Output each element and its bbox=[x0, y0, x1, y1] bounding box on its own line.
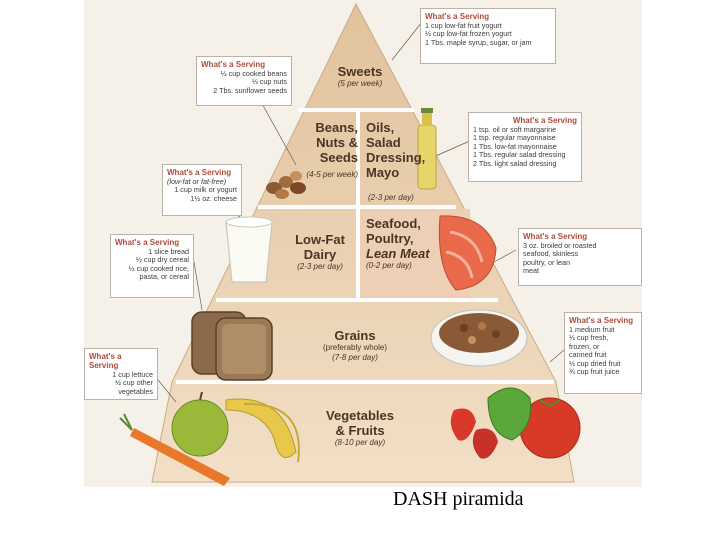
serving-line: poultry, or lean bbox=[523, 257, 571, 267]
serving-line: ½ cup cooked rice, bbox=[128, 263, 189, 273]
serving-line: 1 Tbs. regular salad dressing bbox=[473, 150, 566, 160]
level-meat: Seafood, Poultry, Lean Meat (0-2 per day… bbox=[366, 216, 452, 271]
serving-line: 1 tsp. regular mayonnaise bbox=[473, 133, 556, 143]
serving-box-oils: What's a Serving 1 tsp. oil or soft marg… bbox=[468, 112, 582, 182]
level-oils-title-3: Dressing, bbox=[366, 150, 426, 165]
serving-box-meat-title: What's a Serving bbox=[523, 232, 588, 241]
serving-box-nuts-title: What's a Serving bbox=[201, 60, 266, 69]
serving-box-sweets-title: What's a Serving bbox=[425, 12, 490, 21]
serving-box-dairy: What's a Serving (low-fat or fat-free) 1… bbox=[162, 164, 242, 216]
serving-line: 1 Tbs. low-fat mayonnaise bbox=[473, 141, 557, 151]
serving-line: frozen, or bbox=[569, 341, 600, 351]
serving-line: canned fruit bbox=[569, 350, 607, 360]
level-grains-note: (preferably whole) bbox=[322, 343, 388, 352]
serving-box-nuts: What's a Serving ½ cup cooked beans ⅓ cu… bbox=[196, 56, 292, 106]
level-meat-title-3: Lean Meat bbox=[366, 246, 430, 261]
level-veg-title-2: & Fruits bbox=[335, 423, 385, 438]
serving-line: 1 cup low-fat fruit yogurt bbox=[425, 21, 502, 30]
serving-line: 1 slice bread bbox=[148, 247, 189, 256]
cereal-bowl-icon bbox=[430, 309, 528, 367]
serving-box-fruit: What's a Serving 1 medium fruit ½ cup fr… bbox=[564, 312, 642, 394]
apple-icon bbox=[171, 391, 229, 457]
banana-icon bbox=[225, 398, 300, 463]
serving-box-veg-title: What's a Serving bbox=[89, 352, 122, 370]
level-dairy-title-1: Low-Fat bbox=[295, 232, 345, 247]
oil-bottle-icon bbox=[417, 108, 437, 190]
carrot-icon bbox=[119, 413, 230, 486]
level-nuts: Beans, Nuts & Seeds bbox=[306, 120, 358, 165]
level-veg: Vegetables & Fruits (8-10 per day) bbox=[300, 408, 420, 448]
level-grains-servings: (7-8 per day) bbox=[332, 353, 378, 362]
level-oils-title-4: Mayo bbox=[366, 165, 400, 180]
serving-box-dairy-title: What's a Serving bbox=[167, 168, 232, 177]
milk-glass-icon bbox=[225, 216, 273, 283]
serving-line: ¾ cup fruit juice bbox=[569, 367, 620, 377]
serving-box-grains-title: What's a Serving bbox=[115, 238, 180, 247]
level-nuts-title-3: Seeds bbox=[319, 150, 358, 165]
salmon-icon bbox=[438, 215, 497, 291]
pyramid-graphic bbox=[119, 2, 581, 486]
level-meat-title-1: Seafood, bbox=[366, 216, 421, 231]
level-oils-title-1: Oils, bbox=[366, 120, 395, 135]
level-meat-servings: (0-2 per day) bbox=[366, 261, 412, 270]
strawberry-icon bbox=[450, 408, 498, 459]
serving-line: ½ cup fresh, bbox=[569, 333, 609, 343]
level-nuts-title-2: Nuts & bbox=[316, 135, 358, 150]
level-grains-title: Grains bbox=[334, 328, 376, 343]
level-veg-title-1: Vegetables bbox=[326, 408, 394, 423]
serving-box-dairy-note: (low-fat or fat-free) bbox=[167, 177, 227, 186]
serving-line: ⅓ cup nuts bbox=[251, 77, 287, 87]
nuts-icon bbox=[266, 171, 306, 199]
level-oils-servings: (2-3 per day) bbox=[368, 193, 414, 202]
level-dairy-servings: (2-3 per day) bbox=[297, 262, 343, 271]
bread-icon bbox=[191, 311, 273, 381]
serving-line: 1 cup lettuce bbox=[112, 370, 153, 379]
serving-line: ½ cup dry cereal bbox=[135, 255, 189, 265]
level-veg-servings: (8-10 per day) bbox=[334, 438, 386, 447]
serving-line: 2 Tbs. sunflower seeds bbox=[213, 85, 287, 95]
pepper-icon bbox=[487, 387, 532, 441]
serving-box-grains: What's a Serving 1 slice bread ½ cup dry… bbox=[110, 234, 194, 298]
serving-line: 1 medium fruit bbox=[569, 325, 615, 334]
serving-line: ½ cup other bbox=[115, 378, 153, 388]
level-oils: Oils, Salad Dressing, Mayo bbox=[366, 120, 430, 180]
serving-line: ½ cup cooked beans bbox=[220, 69, 287, 78]
serving-line: vegetables bbox=[118, 386, 153, 396]
serving-line: 2 Tbs. light salad dressing bbox=[473, 158, 557, 168]
serving-box-sweets: What's a Serving 1 cup low-fat fruit yog… bbox=[420, 8, 556, 64]
level-nuts-servings: (4-5 per week) bbox=[306, 170, 358, 179]
serving-line: 1½ oz. cheese bbox=[190, 193, 237, 203]
serving-line: ½ cup dried fruit bbox=[569, 358, 621, 368]
level-grains: Grains (preferably whole) (7-8 per day) bbox=[300, 328, 410, 363]
level-meat-title-2: Poultry, bbox=[366, 231, 414, 246]
serving-line: 3 oz. broiled or roasted bbox=[523, 241, 597, 250]
level-sweets-servings: (5 per week) bbox=[337, 79, 383, 88]
level-oils-title-2: Salad bbox=[366, 135, 401, 150]
serving-line: pasta, or cereal bbox=[139, 272, 189, 282]
serving-box-meat: What's a Serving 3 oz. broiled or roaste… bbox=[518, 228, 642, 286]
serving-box-veg: What's a Serving 1 cup lettuce ½ cup oth… bbox=[84, 348, 158, 400]
serving-line: 1 cup milk or yogurt bbox=[174, 185, 237, 195]
serving-line: ½ cup low-fat frozen yogurt bbox=[425, 29, 512, 39]
level-sweets: Sweets (5 per week) bbox=[310, 64, 410, 89]
serving-line: 1 Tbs. maple syrup, sugar, or jam bbox=[425, 37, 532, 47]
serving-line: meat bbox=[523, 266, 539, 276]
serving-box-fruit-title: What's a Serving bbox=[569, 316, 634, 325]
level-dairy-title-2: Dairy bbox=[303, 247, 337, 262]
dash-pyramid-figure: Sweets (5 per week) Beans, Nuts & Seeds … bbox=[84, 0, 642, 487]
slide-caption: DASH piramida bbox=[393, 488, 524, 510]
serving-line: seafood, skinless bbox=[523, 249, 579, 259]
level-nuts-title-1: Beans, bbox=[315, 120, 358, 135]
serving-line: 1 tsp. oil or soft margarine bbox=[473, 125, 557, 134]
level-sweets-title: Sweets bbox=[337, 64, 383, 79]
level-dairy: Low-Fat Dairy (2-3 per day) bbox=[284, 232, 356, 272]
serving-box-oils-title: What's a Serving bbox=[512, 116, 577, 125]
